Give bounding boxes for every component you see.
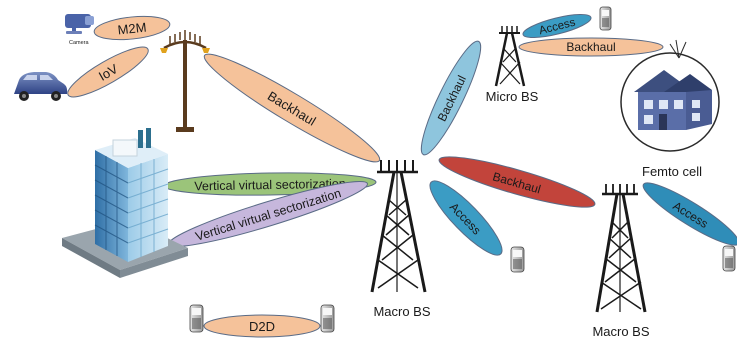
m2m-link: M2M	[93, 15, 171, 41]
femto-cell-label: Femto cell	[642, 164, 702, 179]
vvs-upper-label: Vertical virtual sectorization	[194, 177, 346, 194]
backhaul-micro-femto-link: Backhaul	[518, 37, 664, 57]
camera-icon	[65, 14, 94, 34]
d2d-label: D2D	[249, 319, 275, 334]
phone-icon	[722, 245, 736, 272]
iov-link: IoV	[67, 46, 149, 98]
phone-icon	[599, 6, 612, 31]
m2m-label: M2M	[117, 20, 147, 38]
building-icon	[62, 128, 188, 278]
access-right-link: Access	[642, 182, 737, 246]
access-micro-link: Access	[522, 14, 592, 38]
phone-icon	[320, 304, 335, 333]
camera-label: Camera	[69, 40, 90, 46]
macro-tower-icon	[370, 160, 427, 293]
phone-icon	[510, 246, 525, 273]
car-icon	[14, 72, 68, 101]
micro-bs-label: Micro BS	[486, 89, 539, 104]
house-icon	[620, 39, 720, 152]
d2d-link: D2D	[203, 314, 321, 338]
macro-bs-center-label: Macro BS	[373, 304, 430, 319]
phone-icon	[189, 304, 204, 333]
backhaul-to-micro-link: Backhaul	[420, 40, 482, 156]
macro-bs-right-label: Macro BS	[592, 324, 649, 339]
micro-tower-icon	[494, 26, 526, 87]
backhaul-micro-femto-label: Backhaul	[566, 40, 615, 54]
backhaul-streetlight-link: Backhaul	[203, 53, 381, 163]
macro-tower-icon	[595, 184, 647, 313]
street-light-icon	[160, 30, 210, 132]
